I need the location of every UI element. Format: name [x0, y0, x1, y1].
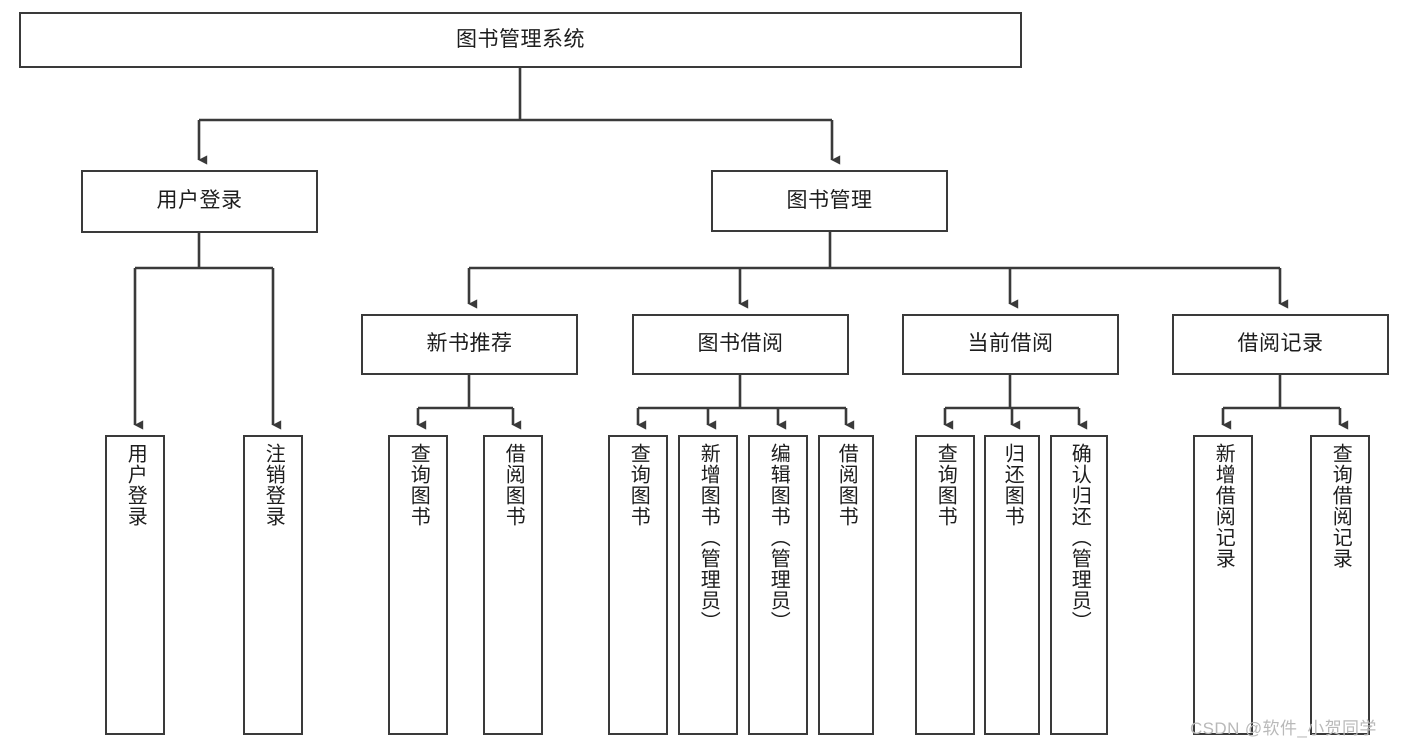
node-leaf-borrow-book-2[interactable]: 借阅图书: [818, 435, 874, 735]
node-leaf-query-book-1[interactable]: 查询图书: [388, 435, 448, 735]
node-leaf-edit-book[interactable]: 编辑图书（管理员）: [748, 435, 808, 735]
node-leaf-return-book[interactable]: 归还图书: [984, 435, 1040, 735]
node-leaf-add-record-label: 新增借阅记录: [1212, 443, 1235, 569]
node-leaf-query-record-label: 查询借阅记录: [1329, 443, 1352, 569]
node-book-manage[interactable]: 图书管理: [711, 170, 948, 232]
node-book-borrow[interactable]: 图书借阅: [632, 314, 849, 375]
node-user-login[interactable]: 用户登录: [81, 170, 318, 233]
node-borrow-record[interactable]: 借阅记录: [1172, 314, 1389, 375]
node-new-book-rec-label: 新书推荐: [426, 332, 513, 356]
node-root-label: 图书管理系统: [456, 27, 585, 51]
node-leaf-query-book-3-label: 查询图书: [934, 443, 957, 527]
node-current-borrow-label: 当前借阅: [967, 332, 1054, 356]
node-leaf-query-book-3[interactable]: 查询图书: [915, 435, 975, 735]
node-leaf-add-book-label: 新增图书（管理员）: [697, 443, 720, 632]
node-leaf-user-login-label: 用户登录: [124, 443, 147, 527]
node-borrow-record-label: 借阅记录: [1237, 332, 1324, 356]
node-leaf-query-book-1-label: 查询图书: [407, 443, 430, 527]
node-current-borrow[interactable]: 当前借阅: [902, 314, 1119, 375]
node-leaf-return-book-label: 归还图书: [1001, 443, 1024, 527]
node-leaf-edit-book-label: 编辑图书（管理员）: [767, 443, 790, 632]
node-leaf-query-record[interactable]: 查询借阅记录: [1310, 435, 1370, 735]
node-leaf-confirm-return[interactable]: 确认归还（管理员）: [1050, 435, 1108, 735]
node-leaf-confirm-return-label: 确认归还（管理员）: [1068, 443, 1091, 632]
node-leaf-logout-label: 注销登录: [262, 443, 285, 527]
node-book-manage-label: 图书管理: [786, 188, 873, 212]
node-leaf-add-record[interactable]: 新增借阅记录: [1193, 435, 1253, 735]
node-leaf-borrow-book-2-label: 借阅图书: [835, 443, 858, 527]
node-root[interactable]: 图书管理系统: [19, 12, 1022, 68]
node-leaf-query-book-2[interactable]: 查询图书: [608, 435, 668, 735]
node-leaf-user-login[interactable]: 用户登录: [105, 435, 165, 735]
node-user-login-label: 用户登录: [156, 189, 243, 213]
node-new-book-rec[interactable]: 新书推荐: [361, 314, 578, 375]
csdn-watermark: CSDN @软件_小贺同学: [1190, 719, 1377, 738]
node-book-borrow-label: 图书借阅: [697, 332, 784, 356]
node-leaf-add-book[interactable]: 新增图书（管理员）: [678, 435, 738, 735]
node-leaf-logout[interactable]: 注销登录: [243, 435, 303, 735]
node-leaf-borrow-book-1-label: 借阅图书: [502, 443, 525, 527]
node-leaf-query-book-2-label: 查询图书: [627, 443, 650, 527]
node-leaf-borrow-book-1[interactable]: 借阅图书: [483, 435, 543, 735]
